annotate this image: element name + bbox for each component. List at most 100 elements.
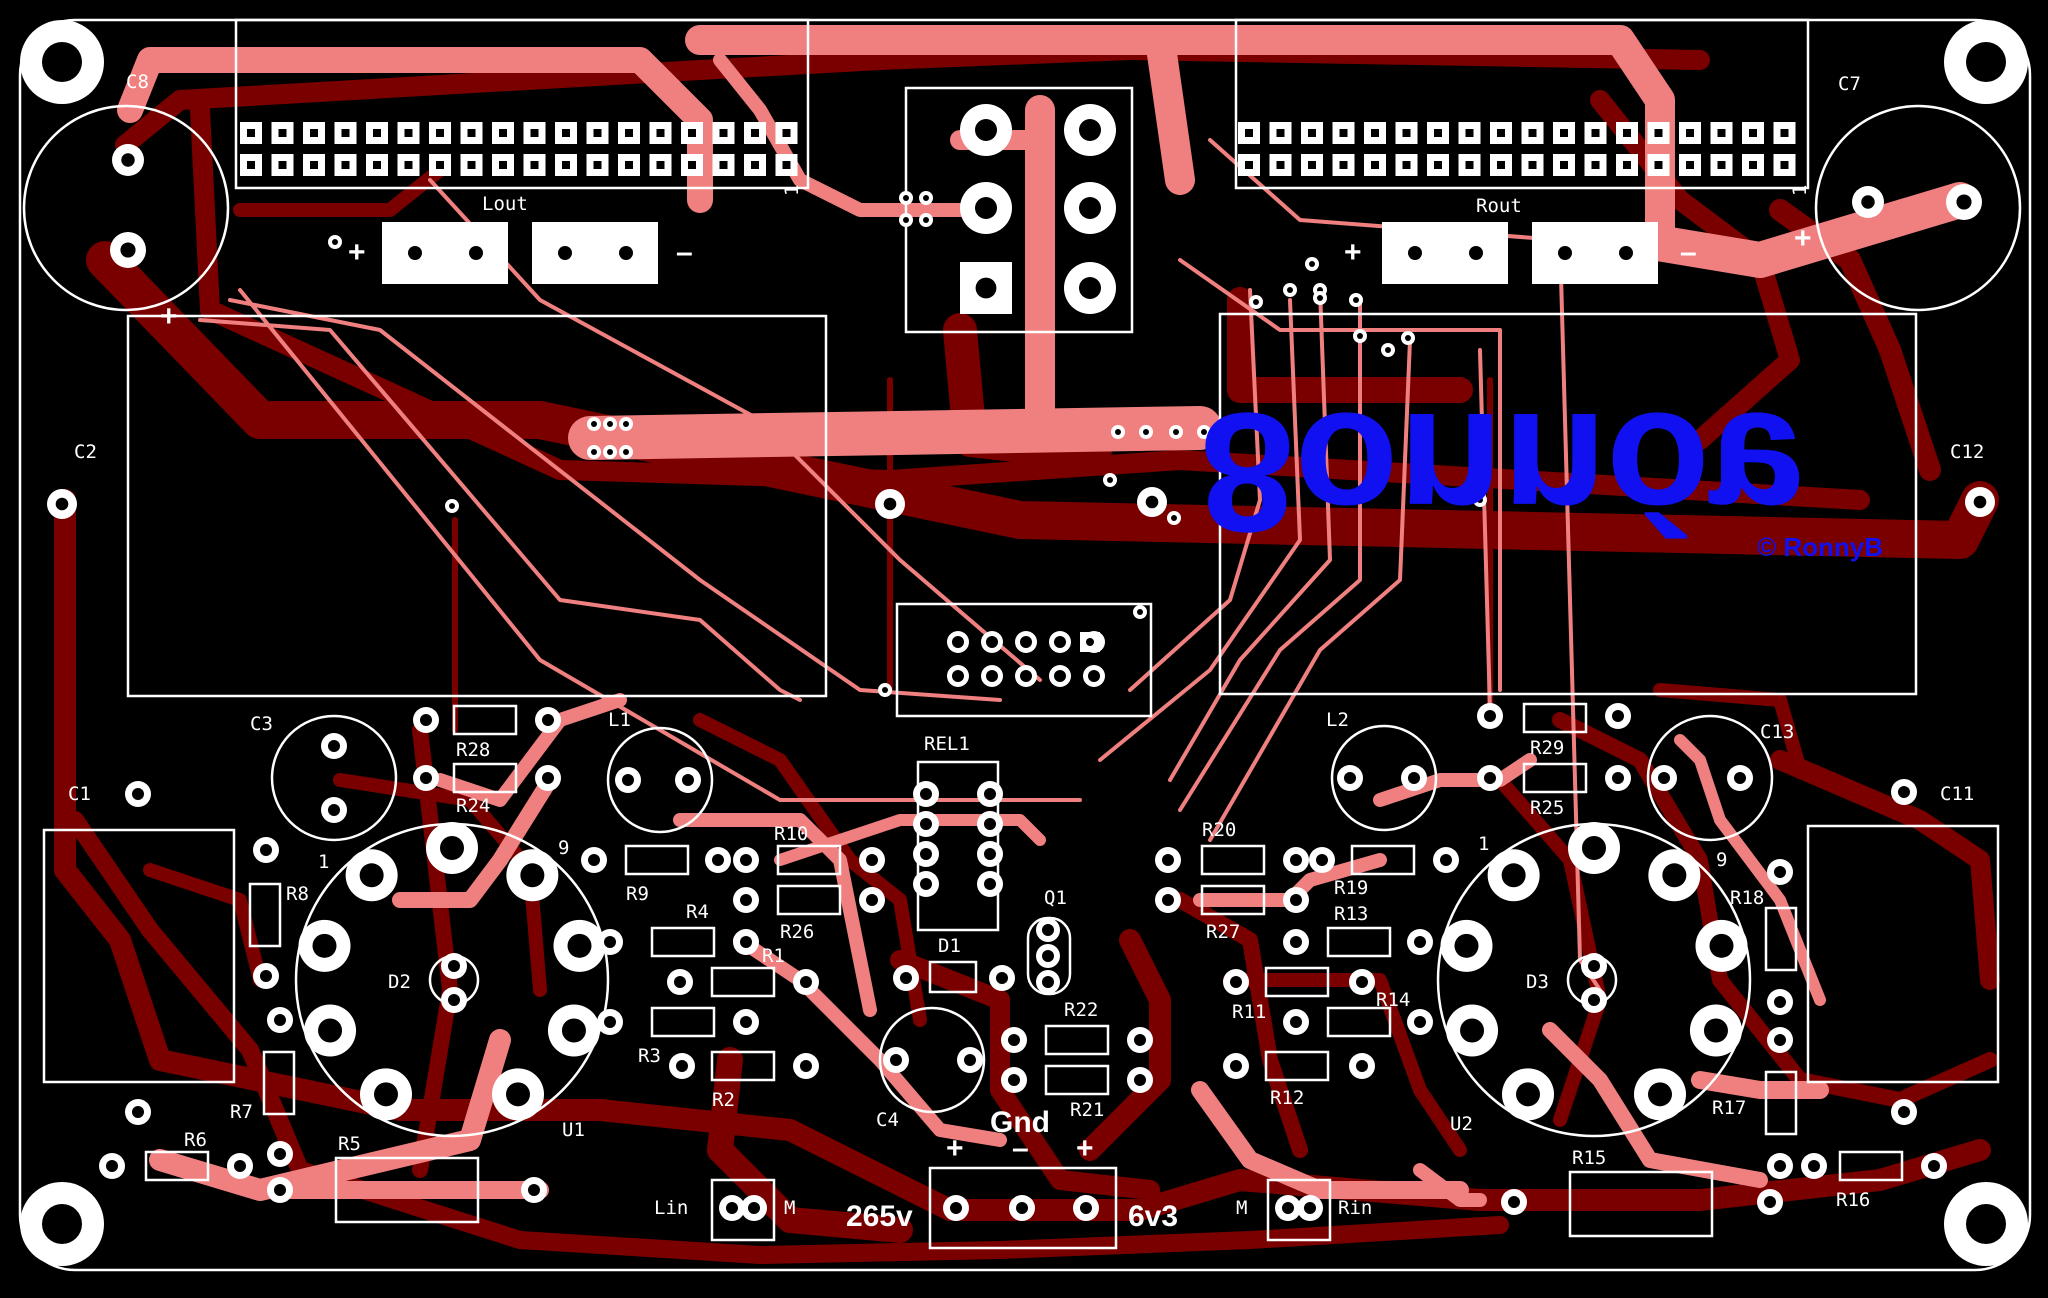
c3-outline: [270, 714, 398, 842]
c12-outline: [1218, 312, 1918, 696]
c8-label: C8: [126, 71, 149, 93]
pad-hole: [1408, 772, 1420, 784]
rout-terminal-plus: [1382, 222, 1508, 284]
pad-hole: [986, 636, 998, 648]
pad-hole: [883, 497, 897, 511]
d1-outline: [928, 960, 978, 994]
pad-hole: [1290, 854, 1302, 866]
pad-hole: [604, 936, 616, 948]
pad-hole: [542, 714, 554, 726]
rout-header-outline: [1234, 18, 1810, 190]
pad-hole: [591, 421, 597, 427]
pad-hole: [260, 844, 272, 856]
top-trace: [713, 53, 967, 217]
header-pin-hole: [247, 129, 255, 137]
header-pin-hole: [341, 129, 350, 137]
r21-outline: [1044, 1064, 1110, 1096]
header-pin-hole: [1560, 129, 1568, 137]
header-pin-hole: [1245, 161, 1253, 169]
header-pin-hole: [1434, 161, 1442, 169]
pad-hole: [374, 1082, 398, 1107]
top-trace: [117, 47, 713, 213]
header-pin-hole: [782, 161, 791, 169]
bottom-trace: [1227, 287, 1473, 403]
pad-hole: [312, 933, 337, 958]
r14-label: R14: [1376, 989, 1410, 1011]
r7-label: R7: [230, 1101, 253, 1123]
pad-hole: [1304, 1202, 1316, 1214]
pad-hole: [1353, 297, 1359, 303]
header-pin-hole: [688, 161, 696, 169]
top-trace: [1542, 1022, 1768, 1188]
pad-hole: [726, 1202, 738, 1214]
r1-label: R1: [762, 945, 785, 967]
pads-layer: [20, 20, 2028, 1266]
pad-hole: [359, 863, 384, 888]
v6-label: 6v3: [1128, 1200, 1178, 1233]
pad-hole: [682, 774, 694, 786]
pad-hole: [975, 119, 997, 141]
pad-hole: [952, 636, 964, 648]
pin9-label: 9: [1716, 849, 1727, 871]
pad-hole: [1662, 863, 1687, 888]
top-trace: [568, 406, 1222, 460]
pad-hole: [567, 933, 592, 958]
lout-terminal-minus: [532, 222, 658, 284]
r10-label: R10: [774, 823, 808, 845]
pad-hole: [623, 449, 629, 455]
pad-hole: [1171, 515, 1177, 521]
header-pin-hole: [1623, 161, 1631, 169]
mounting-hole-center: [1966, 1204, 2006, 1244]
pad-hole: [1088, 670, 1100, 682]
r5-outline: [334, 1156, 480, 1224]
r17-label: R17: [1712, 1097, 1746, 1119]
header-pin-hole: [625, 161, 633, 169]
c7-label: C7: [1838, 73, 1861, 95]
header-pin-hole: [1402, 161, 1411, 169]
pad-hole: [1709, 933, 1734, 958]
top-trace: [433, 693, 627, 807]
header-pin-hole: [593, 129, 602, 137]
c3-label: C3: [250, 713, 273, 735]
pad-hole: [234, 1160, 246, 1172]
pad-hole: [1484, 772, 1496, 784]
u2-label: U2: [1450, 1113, 1473, 1135]
header-pin-hole: [1717, 129, 1726, 137]
r5-label: R5: [338, 1133, 361, 1155]
r11-outline: [1264, 966, 1330, 998]
r20-label: R20: [1202, 819, 1236, 841]
pad-hole: [984, 788, 996, 800]
pad-hole: [1054, 670, 1066, 682]
top-trace: [1098, 298, 1302, 762]
pad-hole: [1143, 429, 1149, 435]
l2-outline: [1330, 724, 1438, 832]
pad-hole: [866, 854, 878, 866]
r26-outline: [776, 884, 842, 916]
r27-label: R27: [1206, 921, 1240, 943]
rin-connector-outline: [1266, 1178, 1332, 1242]
bottom-trace: [707, 1047, 913, 1243]
pad-hole: [121, 153, 135, 167]
c13-outline: [1646, 714, 1774, 842]
header-pin-hole: [499, 129, 507, 137]
pad-hole: [1080, 1202, 1092, 1214]
pad-hole: [520, 863, 545, 888]
header-pin-hole: [436, 161, 444, 169]
pad-hole: [1309, 261, 1315, 267]
r27-outline: [1200, 884, 1266, 916]
header-pin-hole: [1434, 129, 1442, 137]
pad-hole: [1356, 1060, 1368, 1072]
header-pin-hole: [1371, 129, 1379, 137]
pad-hole: [1107, 477, 1113, 483]
header-pin-hole: [1371, 161, 1379, 169]
bottom-trace: [890, 950, 1160, 1200]
header-pin-hole: [373, 129, 381, 137]
pad-hole: [1086, 638, 1094, 646]
pad-hole: [506, 1082, 530, 1107]
pad-hole: [591, 449, 597, 455]
header-pin-hole: [751, 129, 759, 137]
header-pin-hole: [436, 129, 444, 137]
lout-terminal-plus: [382, 222, 508, 284]
header-pin-hole: [1780, 161, 1789, 169]
header-pin-hole: [1717, 161, 1726, 169]
